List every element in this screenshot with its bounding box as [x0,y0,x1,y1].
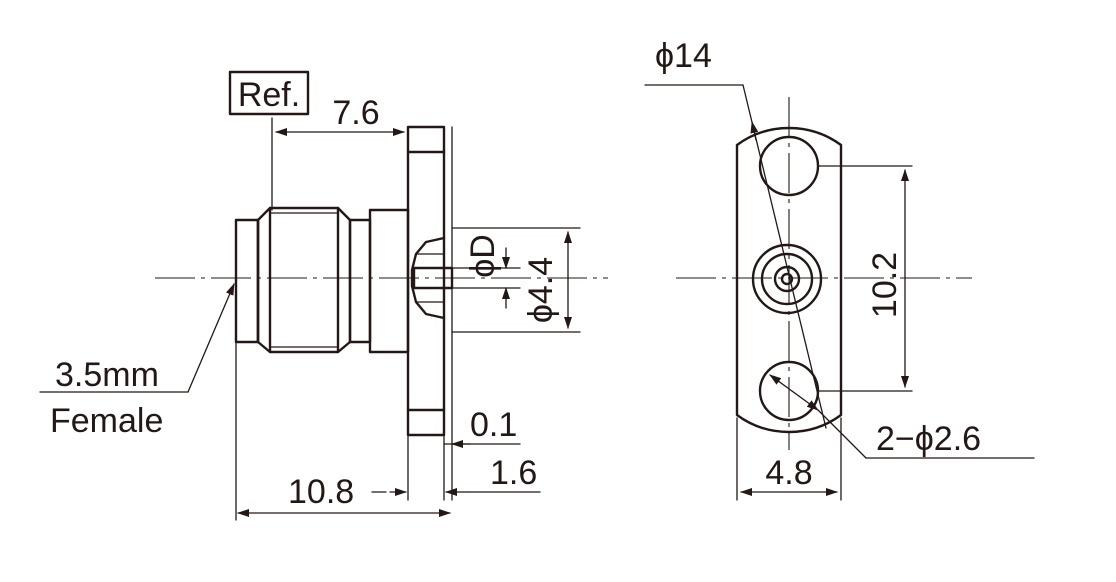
connector-body [348,208,410,354]
gap-dimension: 0.1 [443,406,521,448]
hole-spacing-dimension: 10.2 [817,165,913,392]
ref-length-label: 7.6 [332,94,379,132]
ref-dimension: Ref. 7.6 [228,70,405,211]
hole-diameter-callout: 2−ϕ2.6 [769,374,1035,459]
nut-front-ring [234,218,260,344]
ref-label: Ref. [238,76,300,114]
front-view: ϕ14 10.2 2−ϕ2.6 4.8 [644,37,1035,501]
flange-thickness-label: 1.6 [490,454,537,492]
flange-width-label: 4.8 [765,454,812,492]
overall-length-dimension: 10.8 [235,341,451,521]
phi-d-dimension: ϕD [464,234,510,309]
coupling-nut [256,206,352,354]
side-view: Ref. 7.6 ϕD ϕ4.4 3.5mm Female 0.1 [39,70,608,521]
phi-4-4-dimension: ϕ4.4 [522,231,572,329]
phi-d-label: ϕD [464,234,502,278]
connector-type-callout: 3.5mm Female [39,283,235,440]
overall-length-label: 10.8 [288,473,354,511]
connector-type-label: 3.5mm [55,356,159,394]
gap-label: 0.1 [470,406,517,444]
phi-4-4-label: ϕ4.4 [522,257,560,323]
center-connector-face [751,243,823,315]
flange-diameter-callout: ϕ14 [644,37,827,429]
hole-spacing-label: 10.2 [866,252,904,318]
flange-width-dimension: 4.8 [736,417,842,501]
flange-diameter-label: ϕ14 [655,37,712,75]
flange-outline [735,126,843,434]
gender-label: Female [50,402,163,440]
hole-diameter-label: 2−ϕ2.6 [876,420,981,458]
flange-thickness-dimension: 1.6 [389,454,541,496]
flange [406,125,453,501]
